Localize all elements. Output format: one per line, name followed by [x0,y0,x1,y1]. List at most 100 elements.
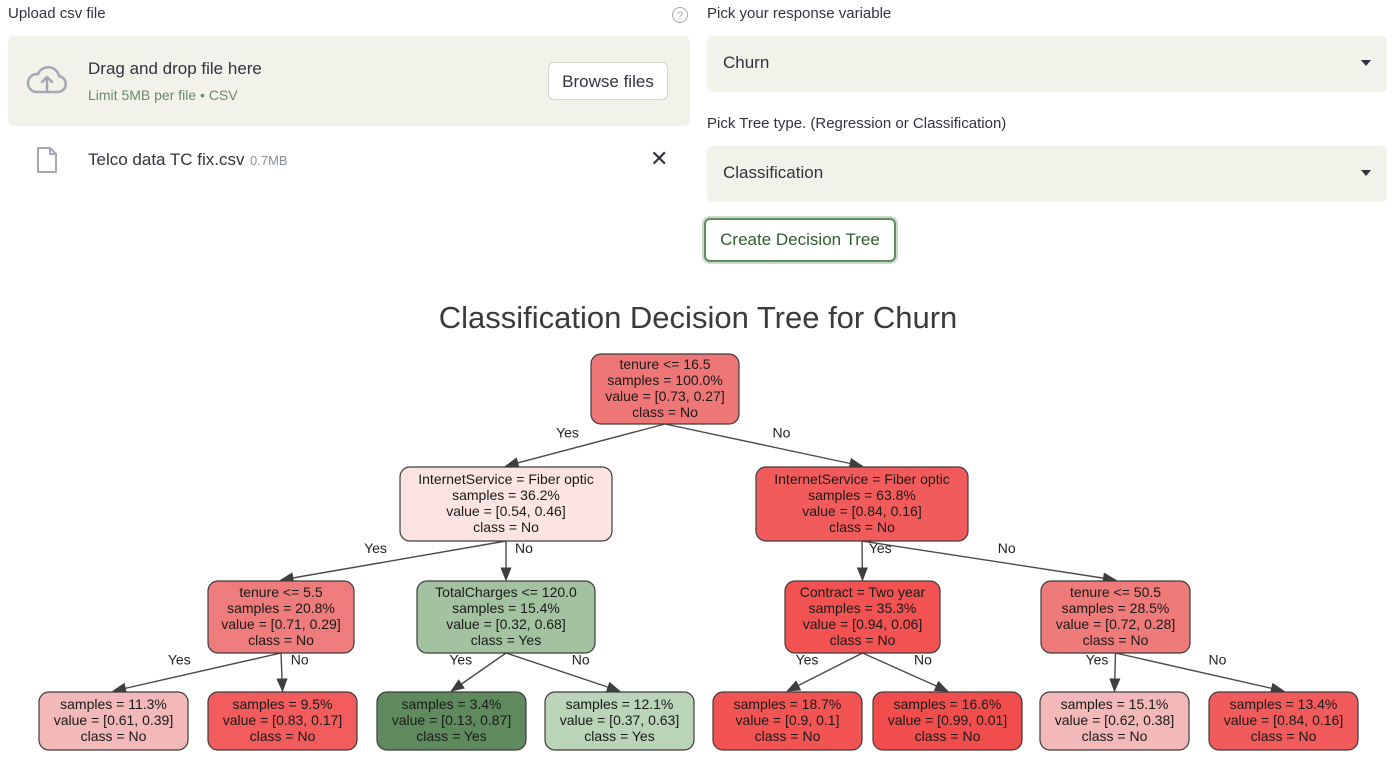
tree-node-text: samples = 18.7% [734,696,842,712]
cloud-upload-icon [26,64,68,103]
tree-node: samples = 13.4%value = [0.84, 0.16]class… [1208,691,1359,751]
tree-node-text: value = [0.13, 0.87] [392,712,511,728]
tree-node-text: class = No [755,728,821,744]
tree-node-text: value = [0.32, 0.68] [446,616,565,632]
tree-edge [505,652,621,693]
tree-node-text: samples = 35.3% [809,600,917,616]
tree-node-text: samples = 15.4% [452,600,560,616]
tree-edge [786,652,863,692]
tree-node-text: tenure <= 5.5 [239,584,323,600]
tree-node-text: value = [0.37, 0.63] [560,712,679,728]
tree-edge [1109,652,1121,693]
tree-node-text: class = No [829,519,895,535]
close-icon[interactable]: ✕ [650,146,669,171]
tree-edge [112,652,282,694]
dropzone-limits: Limit 5MB per file • CSV [88,87,238,103]
tree-node-text: TotalCharges <= 120.0 [435,584,577,600]
edge-label: Yes [168,652,191,668]
edge-label: No [914,652,932,668]
tree-node: samples = 11.3%value = [0.61, 0.39]class… [38,691,189,751]
tree-node-text: value = [0.84, 0.16] [1224,712,1343,728]
tree-node-box [207,691,358,751]
tree-node-text: samples = 3.4% [402,696,502,712]
tree-node-text: value = [0.61, 0.39] [54,712,173,728]
tree-node-text: samples = 16.6% [894,696,1002,712]
tree-node-text: samples = 100.0% [607,372,723,388]
file-icon [36,146,58,179]
tree-type-select[interactable]: Classification [707,146,1387,202]
edge-label: No [1209,652,1227,668]
tree-edge [276,652,288,693]
tree-node-text: class = No [473,519,539,535]
tree-node-text: InternetService = Fiber optic [418,471,593,487]
create-decision-tree-button[interactable]: Create Decision Tree [704,218,896,262]
tree-node-box [1208,691,1359,751]
tree-node-text: class = Yes [584,728,654,744]
edge-label: Yes [796,652,819,668]
tree-node-text: samples = 28.5% [1062,600,1170,616]
help-icon[interactable]: ? [672,7,688,23]
tree-node-text: samples = 15.1% [1061,696,1169,712]
tree-node-box [590,353,740,425]
tree-node-text: samples = 9.5% [233,696,333,712]
tree-node: samples = 18.7%value = [0.9, 0.1]class =… [712,691,863,751]
decision-tree-chart: Classification Decision Tree for Churn Y… [38,300,1359,751]
tree-edge [279,540,507,584]
tree-node: samples = 9.5%value = [0.83, 0.17]class … [207,691,358,751]
response-variable-select[interactable]: Churn [707,36,1387,92]
browse-files-button[interactable]: Browse files [548,62,668,100]
tree-node-text: value = [0.99, 0.01] [888,712,1007,728]
tree-node-box [1039,691,1190,751]
edge-label: No [515,540,533,556]
tree-node-text: value = [0.73, 0.27] [605,388,724,404]
tree-edge [861,540,1117,584]
tree-node-box [755,466,969,542]
tree-edge [1115,652,1285,694]
tree-node-text: tenure <= 50.5 [1070,584,1161,600]
tree-node-box [712,691,863,751]
tree-node-text: InternetService = Fiber optic [774,471,949,487]
tree-node-text: class = No [632,404,698,420]
tree-node-text: tenure <= 16.5 [619,356,710,372]
edge-label: Yes [449,652,472,668]
file-dropzone[interactable]: Drag and drop file here Limit 5MB per fi… [8,36,690,126]
tree-edge [504,423,666,469]
edge-label: No [291,652,309,668]
tree-node-box [784,580,941,654]
response-variable-label: Pick your response variable [707,5,892,22]
tree-node-text: class = Yes [471,632,541,648]
upload-label: Upload csv file [8,5,106,22]
tree-node-text: value = [0.72, 0.28] [1056,616,1175,632]
tree-node-text: samples = 20.8% [227,600,335,616]
chevron-down-icon [1361,60,1371,66]
tree-node-text: class = No [1251,728,1317,744]
tree-node-box [416,580,596,654]
tree-node-text: class = No [915,728,981,744]
response-variable-value: Churn [723,53,770,72]
tree-node: samples = 16.6%value = [0.99, 0.01]class… [872,691,1023,751]
tree-node-text: samples = 63.8% [808,487,916,503]
tree-node-text: class = No [250,728,316,744]
edge-label: No [773,425,791,441]
tree-node-text: samples = 12.1% [566,696,674,712]
tree-node-text: class = Yes [416,728,486,744]
tree-node-text: value = [0.62, 0.38] [1055,712,1174,728]
tree-node-text: class = No [81,728,147,744]
chevron-down-icon [1361,170,1371,176]
tree-node: samples = 3.4%value = [0.13, 0.87]class … [376,691,527,751]
tree-edge [862,652,949,692]
tree-type-value: Classification [723,163,824,182]
tree-node-text: value = [0.71, 0.29] [221,616,340,632]
tree-node-box [872,691,1023,751]
dropzone-title: Drag and drop file here [88,59,262,78]
edge-label: Yes [556,425,579,441]
tree-node-box [399,466,613,542]
tree-node-text: class = No [248,632,314,648]
tree-node-text: class = No [1083,632,1149,648]
